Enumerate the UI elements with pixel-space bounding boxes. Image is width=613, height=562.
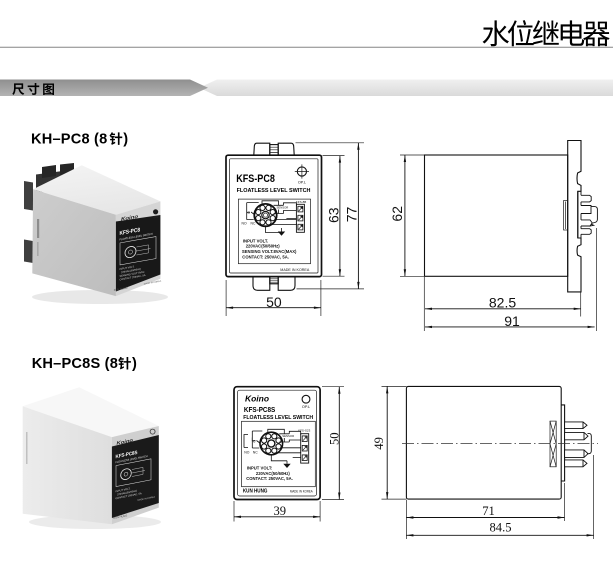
svg-text:220VAC(50/60Hz): 220VAC(50/60Hz) — [246, 244, 281, 249]
svg-text:KH–PC8S (8: KH–PC8S (8 — [32, 356, 118, 372]
svg-text:NC: NC — [251, 222, 256, 226]
svg-text:OP.L: OP.L — [298, 180, 306, 184]
svg-text:MADE IN KOREA: MADE IN KOREA — [138, 495, 156, 501]
svg-text:62: 62 — [389, 206, 405, 222]
svg-text:KUN HUNG: KUN HUNG — [114, 513, 128, 520]
svg-text:FLOATLESS LEVEL SWITCH: FLOATLESS LEVEL SWITCH — [116, 454, 148, 464]
svg-text:KUN HUNG: KUN HUNG — [114, 286, 128, 292]
svg-text:OP.L: OP.L — [302, 405, 310, 409]
svg-text:NO: NO — [244, 450, 249, 454]
svg-text:50: 50 — [266, 294, 282, 310]
svg-text:KH–PC8 (8: KH–PC8 (8 — [31, 131, 107, 147]
svg-text:NC: NC — [253, 450, 258, 454]
svg-text:SENSOR: SENSOR — [282, 434, 294, 438]
svg-text:220VAC(50/60Hz): 220VAC(50/60Hz) — [256, 471, 291, 476]
svg-text:CONTACT 250VAC, 5A.: CONTACT 250VAC, 5A. — [116, 492, 143, 500]
svg-text:MADE IN KOREA: MADE IN KOREA — [280, 268, 309, 272]
svg-text:INPUT VOLT.: INPUT VOLT. — [120, 265, 135, 271]
svg-text:KFS-PC8S: KFS-PC8S — [244, 405, 275, 414]
svg-text:KFS-PC8: KFS-PC8 — [236, 173, 275, 185]
svg-text:63: 63 — [325, 207, 341, 223]
svg-text:SENSOR: SENSOR — [277, 206, 289, 210]
svg-text:91: 91 — [504, 313, 520, 329]
svg-text:39: 39 — [274, 504, 287, 518]
svg-text:C: C — [253, 440, 256, 444]
svg-text:): ) — [132, 356, 137, 372]
svg-text:C: C — [248, 211, 251, 215]
svg-text:NO: NO — [242, 222, 247, 226]
svg-text:82.5: 82.5 — [489, 294, 516, 310]
svg-text:SENSING VOLT.8VAC(MAX): SENSING VOLT.8VAC(MAX) — [242, 249, 297, 254]
svg-text:49: 49 — [372, 437, 386, 450]
svg-text:CONTACT: 250VAC, 5A.: CONTACT: 250VAC, 5A. — [246, 476, 293, 481]
svg-text:FLOATLESS LEVEL SWITCH: FLOATLESS LEVEL SWITCH — [120, 232, 153, 242]
svg-text:INPUT VOLT.: INPUT VOLT. — [116, 487, 131, 493]
svg-text:OP.L: OP.L — [154, 216, 159, 219]
svg-text:84.5: 84.5 — [489, 521, 511, 535]
svg-text:71: 71 — [482, 504, 495, 518]
svg-text:CONTACT 250VAC, 5A.: CONTACT 250VAC, 5A. — [120, 274, 147, 282]
svg-text:KFS-S23: KFS-S23 — [298, 429, 311, 433]
svg-text:FLOATLESS LEVEL SWITCH: FLOATLESS LEVEL SWITCH — [237, 188, 311, 194]
svg-text:220VAC(50/60Hz): 220VAC(50/60Hz) — [117, 490, 137, 497]
svg-text:MADE IN KOREA: MADE IN KOREA — [144, 280, 162, 286]
svg-text:KFS-8B: KFS-8B — [296, 200, 307, 204]
svg-text:MADE IN KOREA: MADE IN KOREA — [290, 489, 313, 493]
svg-text:220VAC(50/60Hz): 220VAC(50/60Hz) — [121, 268, 141, 275]
svg-text:Koino: Koino — [117, 438, 134, 447]
svg-text:50: 50 — [328, 432, 342, 445]
svg-text:KUN HUNG: KUN HUNG — [243, 489, 268, 495]
svg-text:CONTACT: 250VAC, 5A.: CONTACT: 250VAC, 5A. — [242, 255, 289, 260]
svg-text:INPUT VOLT.: INPUT VOLT. — [243, 239, 268, 244]
svg-text:INPUT VOLT:: INPUT VOLT: — [247, 466, 273, 471]
svg-text:Koino: Koino — [245, 394, 269, 404]
svg-text:): ) — [123, 131, 128, 147]
svg-text:FLOATLESS LEVEL SWITCH: FLOATLESS LEVEL SWITCH — [243, 415, 313, 421]
svg-text:77: 77 — [343, 207, 359, 223]
svg-text:KFS-PC8: KFS-PC8 — [120, 227, 141, 237]
svg-text:KFS-PC8S: KFS-PC8S — [116, 450, 139, 460]
svg-text:SENSING VOLT 8VAC: SENSING VOLT 8VAC — [120, 271, 145, 278]
svg-text:Koino: Koino — [121, 214, 138, 223]
